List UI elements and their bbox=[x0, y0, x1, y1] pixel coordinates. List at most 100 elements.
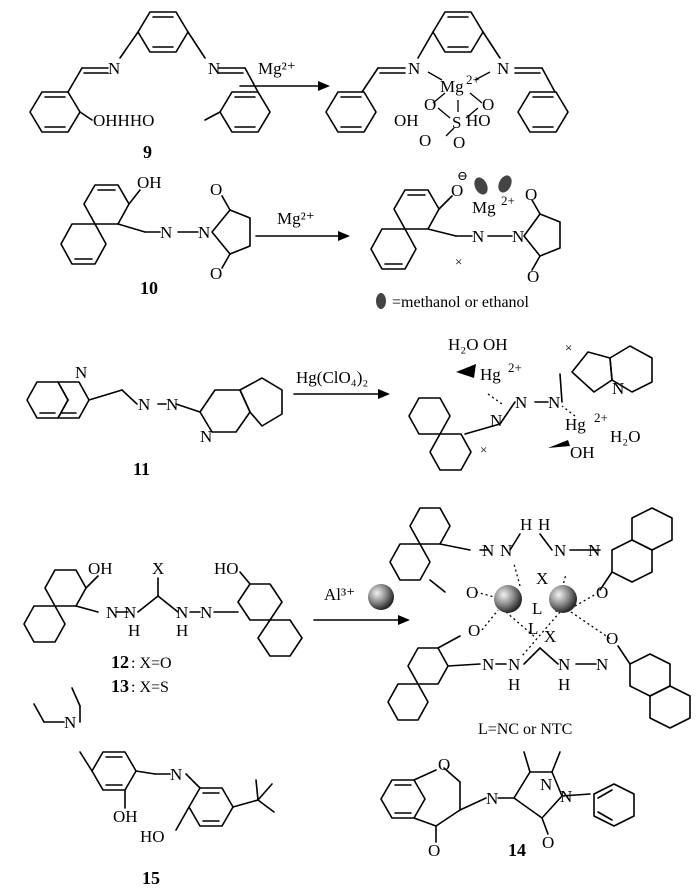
reagent-label-hg: Hg(ClO₄)₂ bbox=[296, 368, 368, 387]
atom-n: N bbox=[486, 789, 498, 808]
cross-mark: × bbox=[565, 340, 572, 355]
atom-o: O bbox=[419, 131, 431, 150]
charge-label: 2+ bbox=[501, 193, 515, 208]
atom-n: N bbox=[64, 713, 76, 732]
solvent-icon bbox=[376, 293, 386, 309]
mg-complex-9 bbox=[325, 11, 569, 137]
atom-o: O bbox=[424, 95, 436, 114]
atom-n: N bbox=[512, 227, 524, 246]
atom-n: N bbox=[108, 59, 120, 78]
hydroxyl-pair: OHHHO bbox=[93, 111, 154, 130]
water-ligand: H₂O bbox=[610, 427, 640, 446]
atom-o: O bbox=[542, 833, 554, 852]
aluminium-ion-icon bbox=[368, 584, 394, 610]
atom-n: N bbox=[200, 427, 212, 446]
hg-complex-11 bbox=[408, 345, 653, 471]
metal-mg: Mg bbox=[440, 77, 464, 96]
atom-n: N bbox=[208, 59, 220, 78]
compound-14-structure bbox=[380, 751, 635, 843]
compound-number-11: 11 bbox=[133, 459, 150, 479]
ligand-legend: L=NC or NTC bbox=[478, 721, 572, 738]
atom-n: N bbox=[482, 655, 494, 674]
compound-number-12: 12 bbox=[111, 652, 129, 672]
atom-n: N bbox=[500, 541, 512, 560]
atom-x: X bbox=[536, 569, 548, 588]
hydroxyl-label: HO bbox=[140, 827, 165, 846]
reagent-label-al: Al³⁺ bbox=[324, 585, 355, 604]
atom-n: N bbox=[198, 223, 210, 242]
reagent-label-mg: Mg²⁺ bbox=[277, 209, 315, 228]
atom-o: O bbox=[468, 621, 480, 640]
atom-n: N bbox=[106, 603, 118, 622]
al-complex bbox=[387, 507, 691, 729]
compound-number-15: 15 bbox=[142, 868, 160, 888]
solvent-legend: =methanol or ethanol bbox=[392, 294, 530, 311]
atom-n: N bbox=[472, 227, 484, 246]
hydroxyl-label: OH bbox=[113, 807, 138, 826]
atom-n: N bbox=[560, 787, 572, 806]
metal-hg: Hg bbox=[565, 415, 586, 434]
atom-n: N bbox=[596, 655, 608, 674]
atom-h: H bbox=[508, 675, 520, 694]
atom-n: N bbox=[200, 603, 212, 622]
atom-h: H bbox=[128, 621, 140, 640]
hydroxyl-label: OH bbox=[570, 443, 595, 462]
atom-n: N bbox=[548, 393, 560, 412]
atom-n: N bbox=[612, 379, 624, 398]
hydroxyl-label: OH bbox=[137, 173, 162, 192]
compound-12-13-structure bbox=[23, 569, 303, 657]
atom-n: N bbox=[482, 541, 494, 560]
atom-o: O bbox=[210, 180, 222, 199]
atom-o: O bbox=[438, 755, 450, 774]
charge-label: 2+ bbox=[466, 72, 480, 87]
atom-h: H bbox=[558, 675, 570, 694]
compound-15-structure bbox=[33, 687, 275, 831]
atom-n: N bbox=[408, 59, 420, 78]
compound-number-13: 13 bbox=[111, 676, 129, 696]
atom-n: N bbox=[166, 395, 178, 414]
hydroxyl-label: HO bbox=[214, 559, 239, 578]
atom-n: N bbox=[508, 655, 520, 674]
atom-n: N bbox=[540, 775, 552, 794]
atom-h: H bbox=[176, 621, 188, 640]
atom-x: X bbox=[544, 627, 556, 646]
atom-o: O bbox=[466, 583, 478, 602]
atom-n: N bbox=[554, 541, 566, 560]
atom-n: N bbox=[515, 393, 527, 412]
atom-n: N bbox=[588, 541, 600, 560]
metal-mg: Mg bbox=[472, 198, 496, 217]
atom-o: O bbox=[525, 185, 537, 204]
atom-o: O bbox=[451, 181, 463, 200]
atom-l: L bbox=[532, 599, 542, 618]
cross-mark: × bbox=[480, 442, 487, 457]
atom-o: O bbox=[482, 95, 494, 114]
atom-o: O bbox=[527, 267, 539, 286]
compound-9-structure bbox=[29, 11, 271, 133]
atom-x: X bbox=[152, 559, 164, 578]
atom-n: N bbox=[160, 223, 172, 242]
hydroxyl-label: OH bbox=[394, 111, 419, 130]
atom-n: N bbox=[558, 655, 570, 674]
compound-10-structure bbox=[60, 184, 251, 269]
atom-n: N bbox=[138, 395, 150, 414]
atom-s: S bbox=[452, 113, 461, 132]
atom-o: O bbox=[596, 583, 608, 602]
atom-n: N bbox=[497, 59, 509, 78]
atom-o: O bbox=[210, 264, 222, 283]
atom-o: O bbox=[428, 841, 440, 860]
cross-mark: × bbox=[455, 254, 462, 269]
arrowhead-icon bbox=[378, 389, 390, 399]
metal-hg: Hg bbox=[480, 365, 501, 384]
water-ligand: H₂O bbox=[448, 335, 478, 354]
charge-label: 2+ bbox=[594, 410, 608, 425]
aluminium-center-icon bbox=[549, 585, 577, 613]
compound-12-caption: : X=O bbox=[131, 655, 172, 672]
compound-number-14: 14 bbox=[508, 840, 526, 860]
atom-o: O bbox=[453, 133, 465, 152]
compound-11-structure bbox=[26, 377, 283, 433]
arrowhead-icon bbox=[338, 231, 350, 241]
charge-label: 2+ bbox=[508, 360, 522, 375]
atom-o: O bbox=[606, 629, 618, 648]
atom-n: N bbox=[124, 603, 136, 622]
